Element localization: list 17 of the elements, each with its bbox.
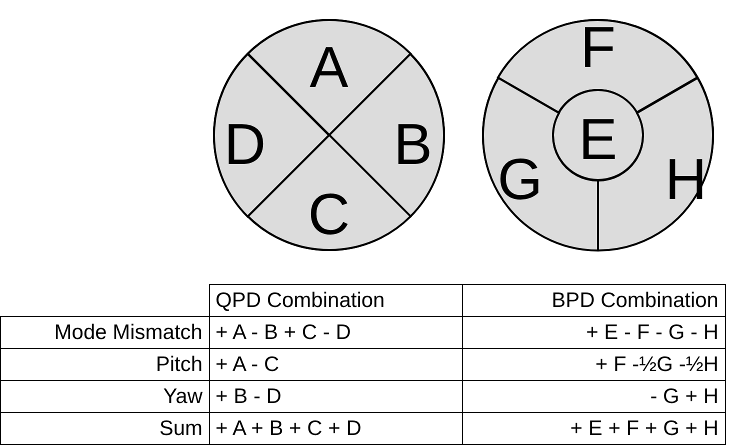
column-header: BPD Combination — [462, 284, 725, 316]
table-cell: + F -½G -½H — [462, 348, 725, 380]
row-header: Yaw — [0, 380, 209, 412]
photodiode-circle — [483, 20, 713, 250]
table-cell: + A - C — [209, 348, 462, 380]
photodiode-circle — [214, 20, 444, 250]
row-header: Pitch — [0, 348, 209, 380]
table-cell: + A - B + C - D — [209, 316, 462, 348]
row-header: Sum — [0, 412, 209, 444]
column-header: QPD Combination — [209, 284, 462, 316]
table-cell: + E - F - G - H — [462, 316, 725, 348]
table-cell: + A + B + C + D — [209, 412, 462, 444]
row-header: Mode Mismatch — [0, 316, 209, 348]
table-cell: + B - D — [209, 380, 462, 412]
table-cell: - G + H — [462, 380, 725, 412]
table-cell: + E + F + G + H — [462, 412, 725, 444]
ring-segment: F — [498, 20, 698, 112]
